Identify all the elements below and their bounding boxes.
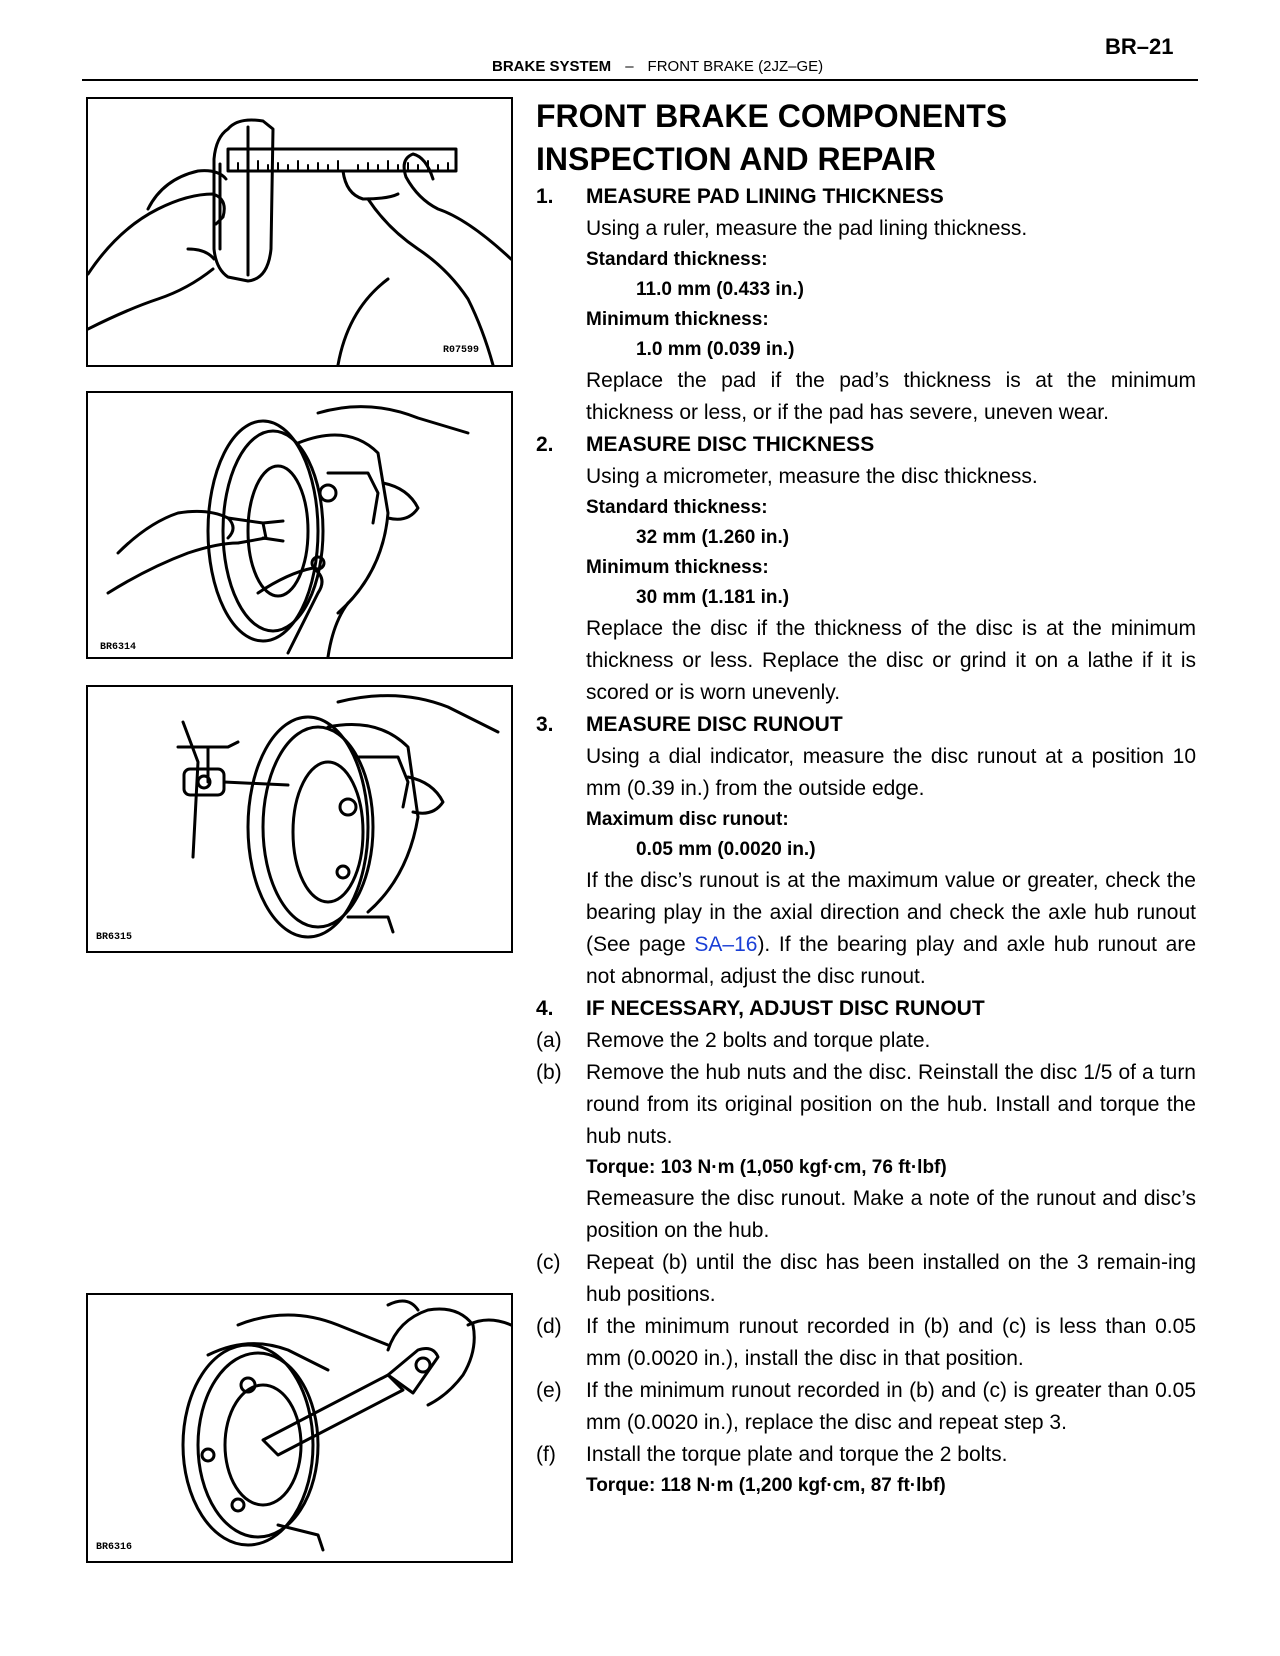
substep-letter: (a)	[536, 1029, 562, 1052]
subsection-title: FRONT BRAKE (2JZ–GE)	[647, 58, 824, 75]
running-header: BRAKE SYSTEM–FRONT BRAKE (2JZ–GE)	[492, 58, 823, 75]
spec-value: 32 mm (1.260 in.)	[636, 527, 790, 548]
step-number: 4.	[536, 997, 554, 1020]
substep-letter: (c)	[536, 1251, 561, 1274]
page-title-line-1: FRONT BRAKE COMPONENTS	[536, 98, 1008, 134]
spec-value: 0.05 mm (0.0020 in.)	[636, 839, 816, 860]
step-4-heading: 4. IF NECESSARY, ADJUST DISC RUNOUT	[536, 993, 1196, 1025]
substep-letter: (f)	[536, 1443, 556, 1466]
spec-value: 11.0 mm (0.433 in.)	[636, 279, 804, 300]
header-rule	[82, 79, 1198, 81]
substep-d: (d) If the minimum runout recorded in (b)…	[536, 1311, 1196, 1375]
substep-text: Remove the hub nuts and the disc. Reinst…	[586, 1061, 1196, 1148]
substep-text: Repeat (b) until the disc has been insta…	[586, 1251, 1196, 1306]
substep-f: (f) Install the torque plate and torque t…	[536, 1439, 1196, 1471]
page-number: BR–21	[1105, 34, 1174, 59]
step-1-note: Replace the pad if the pad’s thickness i…	[586, 369, 1196, 424]
substep-a: (a) Remove the 2 bolts and torque plate.	[536, 1025, 1196, 1057]
figure-hub-nut-torque: BR6316	[86, 1293, 513, 1563]
page-title-line-2: INSPECTION AND REPAIR	[536, 141, 937, 177]
spec-label: Maximum disc runout:	[586, 809, 789, 830]
section-title: BRAKE SYSTEM	[492, 58, 612, 75]
step-number: 2.	[536, 433, 554, 456]
header-dash: –	[625, 58, 634, 75]
substep-b: (b) Remove the hub nuts and the disc. Rei…	[536, 1057, 1196, 1153]
substep-e: (e) If the minimum runout recorded in (b)…	[536, 1375, 1196, 1439]
figure-pad-measurement: R07599	[86, 97, 513, 367]
step-2-instruction: Using a micrometer, measure the disc thi…	[586, 465, 1038, 488]
page-reference-link[interactable]: SA–16	[694, 933, 758, 956]
step-2-note: Replace the disc if the thickness of the…	[586, 617, 1196, 704]
spec-value: 1.0 mm (0.039 in.)	[636, 339, 795, 360]
substep-c: (c) Repeat (b) until the disc has been in…	[536, 1247, 1196, 1311]
figure-label: BR6315	[96, 932, 132, 943]
substep-text: Install the torque plate and torque the …	[586, 1443, 1008, 1466]
substep-text: If the minimum runout recorded in (b) an…	[586, 1315, 1196, 1370]
substep-text: Remove the 2 bolts and torque plate.	[586, 1029, 931, 1052]
step-3-note: If the disc’s runout is at the maximum v…	[536, 865, 1196, 993]
step-2-heading: 2. MEASURE DISC THICKNESS	[536, 429, 1196, 461]
spec-label: Standard thickness:	[586, 249, 768, 270]
figure-label: BR6314	[100, 642, 136, 653]
step-3-heading: 3. MEASURE DISC RUNOUT	[536, 709, 1196, 741]
spec-label: Minimum thickness:	[586, 309, 769, 330]
substep-letter: (d)	[536, 1315, 562, 1338]
spec-label: Standard thickness:	[586, 497, 768, 518]
torque-wrench-hub-nut-illustration: BR6316	[96, 1299, 511, 1553]
torque-spec: Torque: 103 N·m (1,050 kgf·cm, 76 ft·lbf…	[586, 1157, 947, 1178]
step-number: 3.	[536, 713, 554, 736]
spec-label: Minimum thickness:	[586, 557, 769, 578]
substep-b-note: Remeasure the disc runout. Make a note o…	[586, 1187, 1196, 1242]
figure-disc-thickness: BR6314	[86, 391, 513, 659]
dial-indicator-disc-illustration: BR6315	[96, 694, 500, 943]
step-heading-text: IF NECESSARY, ADJUST DISC RUNOUT	[586, 997, 985, 1020]
step-heading-text: MEASURE DISC RUNOUT	[586, 713, 843, 736]
step-1-heading: 1. MEASURE PAD LINING THICKNESS	[536, 181, 1196, 213]
step-heading-text: MEASURE PAD LINING THICKNESS	[586, 185, 944, 208]
step-3-instruction: Using a dial indicator, measure the disc…	[586, 745, 1196, 800]
note-text: ). If the bearing play and axle hub runo…	[586, 933, 1196, 988]
step-number: 1.	[536, 185, 554, 208]
ruler-measuring-pad-illustration: R07599	[88, 118, 511, 365]
figure-disc-runout: BR6315	[86, 685, 513, 953]
micrometer-disc-illustration: BR6314	[100, 405, 470, 657]
procedure-text: FRONT BRAKE COMPONENTS INSPECTION AND RE…	[536, 95, 1196, 1501]
torque-spec: Torque: 118 N·m (1,200 kgf·cm, 87 ft·lbf…	[586, 1475, 946, 1496]
note-text: If the disc’s runout is at the maximum v…	[586, 869, 1196, 956]
spec-value: 30 mm (1.181 in.)	[636, 587, 790, 608]
figure-label: BR6316	[96, 1542, 132, 1553]
substep-text: If the minimum runout recorded in (b) an…	[586, 1379, 1196, 1434]
figure-label: R07599	[443, 345, 479, 356]
step-1-instruction: Using a ruler, measure the pad lining th…	[586, 217, 1028, 240]
substep-letter: (b)	[536, 1061, 562, 1084]
step-heading-text: MEASURE DISC THICKNESS	[586, 433, 875, 456]
substep-letter: (e)	[536, 1379, 562, 1402]
